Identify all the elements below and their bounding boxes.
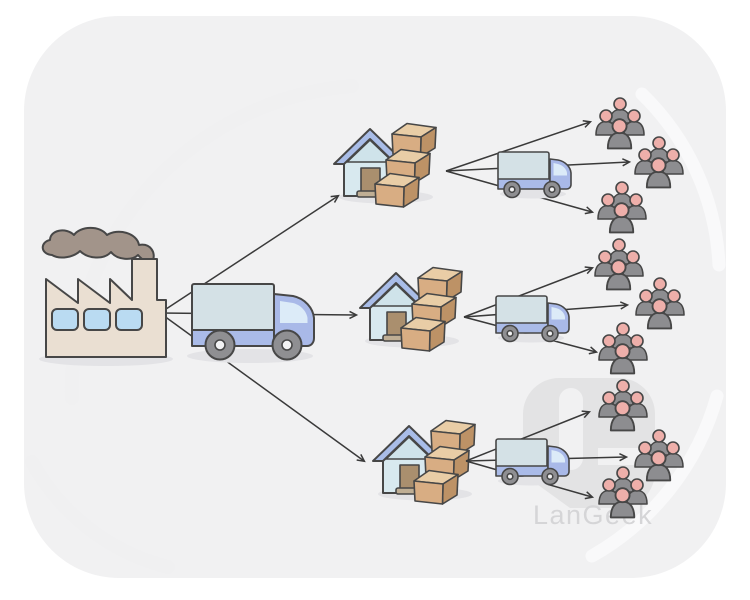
arrow	[465, 410, 592, 462]
arrow	[445, 120, 593, 172]
decorative-arc	[585, 389, 724, 563]
decorative-arc	[25, 455, 175, 574]
decorative-arc	[635, 87, 726, 272]
factory-window	[51, 308, 79, 331]
arrow	[159, 194, 340, 314]
truck-icon	[187, 283, 315, 363]
factory-window	[83, 308, 111, 331]
factory-window	[115, 308, 143, 331]
arrow	[463, 266, 595, 318]
factory-icon	[39, 226, 173, 366]
